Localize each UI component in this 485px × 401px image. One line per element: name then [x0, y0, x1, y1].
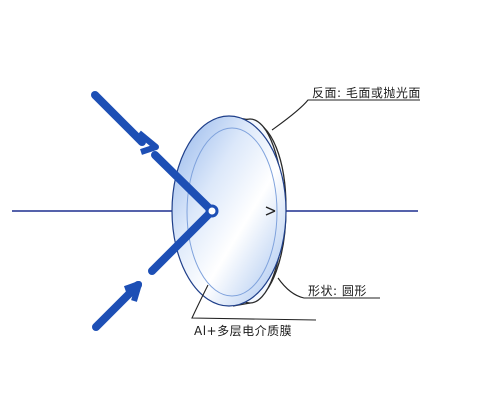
back-surface-leader: [271, 99, 420, 131]
reflected-beam: [92, 207, 216, 331]
shape-label: 形状: 圆形: [308, 284, 367, 298]
back-surface-label: 反面: 毛面或抛光面: [312, 86, 421, 100]
mirror-front-face: [171, 115, 287, 307]
round-mirror: [171, 115, 287, 307]
incidence-point: [205, 204, 219, 218]
incident-arrow-icon: [137, 130, 159, 155]
mirror-face-inner-ring: [186, 127, 278, 297]
shape-leader: [277, 277, 380, 299]
back-surface-arrow-icon: [265, 206, 276, 216]
coating-label: Al+多层电介质膜: [194, 324, 293, 338]
incident-beam: [91, 91, 216, 215]
coating-leader: [191, 284, 317, 321]
reflected-arrow-icon: [123, 281, 142, 302]
